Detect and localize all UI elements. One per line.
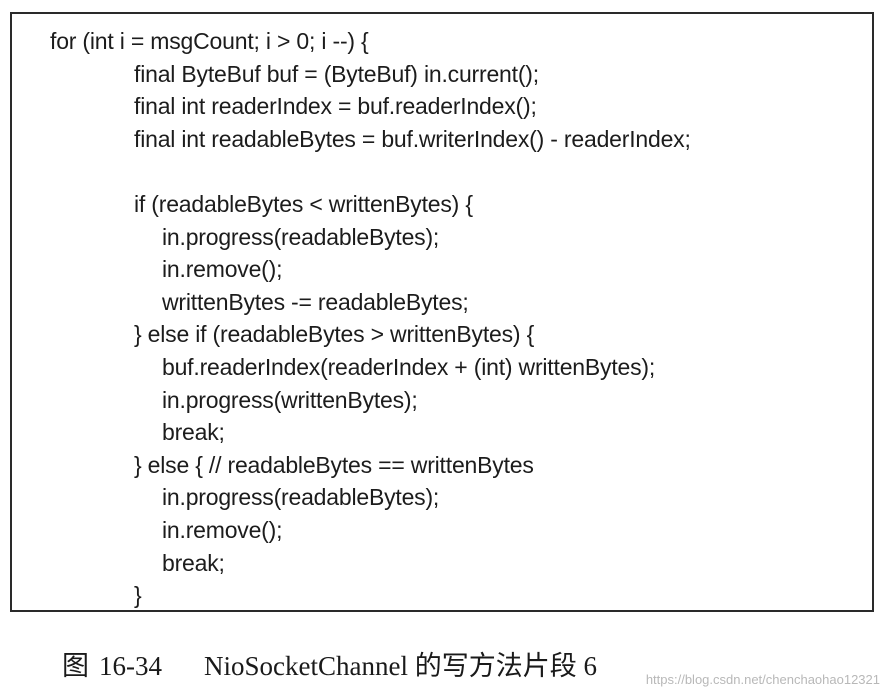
caption-label: 图 bbox=[62, 651, 89, 681]
code-line: break; bbox=[162, 549, 225, 576]
code-line: break; bbox=[162, 419, 225, 446]
caption-number: 16-34 bbox=[99, 651, 162, 681]
code-line: final ByteBuf buf = (ByteBuf) in.current… bbox=[134, 60, 539, 87]
figure-caption: 图 16-34 NioSocketChannel 的写方法片段 6 bbox=[62, 648, 597, 684]
code-line: in.progress(readableBytes); bbox=[162, 484, 440, 511]
code-line: final int readableBytes = buf.writerInde… bbox=[134, 125, 691, 152]
code-line: in.remove(); bbox=[162, 256, 283, 283]
code-line: final int readerIndex = buf.readerIndex(… bbox=[134, 93, 537, 120]
code-line: buf.readerIndex(readerIndex + (int) writ… bbox=[162, 354, 656, 380]
code-line: for (int i = msgCount; i > 0; i --) { bbox=[50, 28, 369, 54]
code-line: in.remove(); bbox=[162, 517, 283, 543]
code-figure-box: for (int i = msgCount; i > 0; i --) { fin… bbox=[10, 12, 874, 612]
code-line: } else { // readableBytes == writtenByte… bbox=[134, 451, 534, 478]
code-line: in.progress(writtenBytes); bbox=[162, 386, 418, 413]
code-line: } bbox=[134, 582, 142, 609]
code-line: in.progress(readableBytes); bbox=[162, 223, 440, 250]
code-line: } else if (readableBytes > writtenBytes)… bbox=[134, 321, 535, 348]
code-line: writtenBytes -= readableBytes; bbox=[162, 288, 469, 315]
caption-title: NioSocketChannel 的写方法片段 6 bbox=[204, 651, 597, 681]
watermark-text: https://blog.csdn.net/chenchaohao12321 bbox=[645, 672, 880, 687]
code-block: for (int i = msgCount; i > 0; i --) { fin… bbox=[12, 14, 872, 610]
code-line: if (readableBytes < writtenBytes) { bbox=[134, 191, 473, 217]
